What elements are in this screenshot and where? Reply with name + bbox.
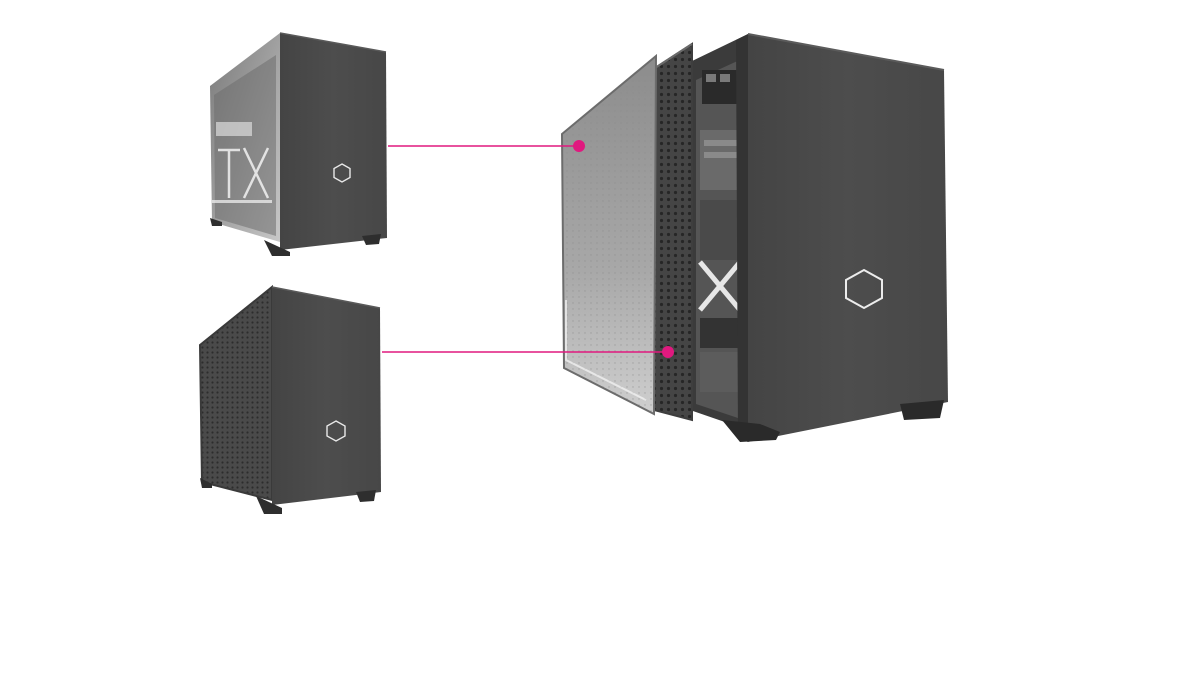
case-front bbox=[272, 287, 381, 505]
callout-glass bbox=[388, 140, 585, 152]
exploded-case bbox=[560, 33, 948, 442]
hexagon-logo-icon bbox=[326, 420, 346, 442]
case-front bbox=[748, 34, 948, 442]
callout-dot bbox=[573, 140, 585, 152]
callout-dot bbox=[662, 346, 674, 358]
mesh-case bbox=[198, 284, 381, 514]
hexagon-logo-icon bbox=[845, 268, 883, 310]
hexagon-logo-icon bbox=[333, 163, 351, 183]
tempered-glass-case bbox=[210, 32, 387, 256]
mesh-panel bbox=[652, 44, 692, 420]
callout-mesh bbox=[382, 346, 674, 358]
case-front bbox=[280, 33, 387, 250]
mesh-side-panel bbox=[200, 287, 272, 500]
